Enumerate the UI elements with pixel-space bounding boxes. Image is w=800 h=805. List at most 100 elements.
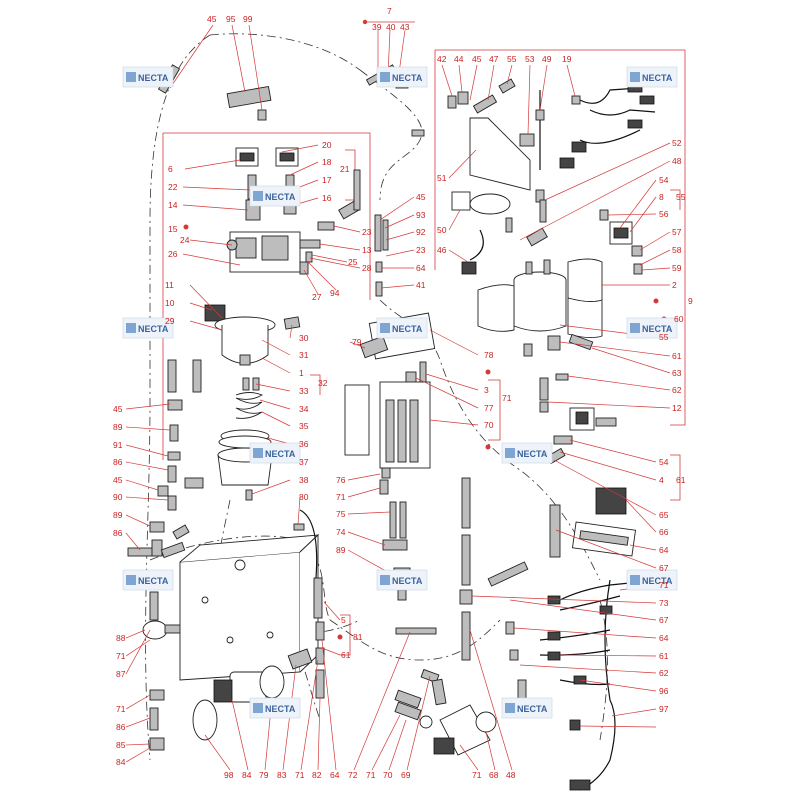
svg-text:NECTA: NECTA xyxy=(642,73,673,83)
svg-text:NECTA: NECTA xyxy=(392,324,423,334)
callout: 12 xyxy=(672,403,682,413)
callout: 79 xyxy=(352,337,362,347)
callout: 71 xyxy=(116,651,126,661)
callout: 42 xyxy=(437,54,447,64)
callout: 86 xyxy=(116,722,126,732)
callout: 84 xyxy=(242,770,252,780)
callout: 62 xyxy=(659,668,669,678)
callout: 53 xyxy=(525,54,535,64)
necta-logo: NECTA xyxy=(626,317,678,339)
callout: 70 xyxy=(484,420,494,430)
callout: 11 xyxy=(165,280,174,290)
callout: 3 xyxy=(484,385,489,395)
callout: 64 xyxy=(330,770,340,780)
callout: 97 xyxy=(659,704,669,714)
callout: 71 xyxy=(502,393,512,403)
callout: 15 xyxy=(168,224,178,234)
callout: 99 xyxy=(243,14,253,24)
callout: 57 xyxy=(672,227,682,237)
callout: 34 xyxy=(299,404,309,414)
callout: 41 xyxy=(416,280,426,290)
callout: 61 xyxy=(676,475,686,485)
callout: 38 xyxy=(299,475,309,485)
svg-text:NECTA: NECTA xyxy=(265,704,296,714)
callout: 61 xyxy=(341,650,351,660)
callout: 5 xyxy=(341,615,346,625)
callout: 40 xyxy=(386,22,396,32)
svg-text:NECTA: NECTA xyxy=(392,73,423,83)
callout: 58 xyxy=(672,245,682,255)
necta-logo: NECTA xyxy=(376,66,428,88)
callout: 20 xyxy=(322,140,332,150)
callout: 86 xyxy=(113,457,123,467)
necta-logo: NECTA xyxy=(122,66,174,88)
callout: 84 xyxy=(116,757,126,767)
callout: 61 xyxy=(672,351,682,361)
callout: 24 xyxy=(180,235,190,245)
callout: 13 xyxy=(362,245,372,255)
necta-logo: NECTA xyxy=(376,569,428,591)
necta-logo: NECTA xyxy=(626,66,678,88)
callout: 55 xyxy=(507,54,517,64)
callout: 66 xyxy=(659,527,669,537)
callout: 48 xyxy=(672,156,682,166)
callout: 64 xyxy=(416,263,426,273)
callout: 68 xyxy=(489,770,499,780)
callout: 64 xyxy=(659,545,669,555)
callout: 86 xyxy=(113,528,123,538)
group-brackets xyxy=(162,21,686,656)
svg-text:NECTA: NECTA xyxy=(642,324,673,334)
callout: 64 xyxy=(659,633,669,643)
callout: 62 xyxy=(672,385,682,395)
svg-text:NECTA: NECTA xyxy=(138,73,169,83)
callout: 93 xyxy=(416,210,426,220)
callout: 78 xyxy=(484,350,494,360)
callout: 74 xyxy=(336,527,346,537)
callout: 37 xyxy=(299,457,309,467)
necta-logo: NECTA xyxy=(501,442,553,464)
callout: 2 xyxy=(672,280,677,290)
callout: 1 xyxy=(299,368,304,378)
callout: 71 xyxy=(116,704,126,714)
callout: 32 xyxy=(318,378,328,388)
svg-text:NECTA: NECTA xyxy=(138,324,169,334)
callout: 60 xyxy=(674,314,684,324)
callout: 18 xyxy=(322,157,332,167)
necta-logo: NECTA xyxy=(249,442,301,464)
necta-logo: NECTA xyxy=(626,569,678,591)
callout: 22 xyxy=(168,182,178,192)
callout: 98 xyxy=(224,770,234,780)
callout: 49 xyxy=(542,54,552,64)
callout: 71 xyxy=(472,770,482,780)
necta-logo: NECTA xyxy=(122,317,174,339)
callout: 16 xyxy=(322,193,332,203)
svg-text:NECTA: NECTA xyxy=(642,576,673,586)
svg-text:NECTA: NECTA xyxy=(138,576,169,586)
callout: 76 xyxy=(336,475,346,485)
callout: 33 xyxy=(299,386,309,396)
callout: 10 xyxy=(165,298,175,308)
callout: 89 xyxy=(113,510,123,520)
callout: 45 xyxy=(207,14,217,24)
callout: 9 xyxy=(688,296,693,306)
callout: 43 xyxy=(400,22,410,32)
callout: 71 xyxy=(659,580,669,590)
callout: 17 xyxy=(322,175,332,185)
svg-text:NECTA: NECTA xyxy=(265,449,296,459)
callout: 95 xyxy=(226,14,236,24)
callout: 54 xyxy=(659,175,669,185)
callout: 45 xyxy=(113,475,123,485)
callout: 31 xyxy=(299,350,309,360)
callout: 36 xyxy=(299,439,309,449)
necta-logo: NECTA xyxy=(249,697,301,719)
callout: 85 xyxy=(116,740,126,750)
necta-logo: NECTA xyxy=(122,569,174,591)
necta-logos: NECTA NECTA NECTA NECTA NECTA NECTA xyxy=(122,66,678,719)
svg-text:NECTA: NECTA xyxy=(265,192,296,202)
callout: 46 xyxy=(437,245,447,255)
callout: 61 xyxy=(659,651,669,661)
callout: 75 xyxy=(336,509,346,519)
callout: 25 xyxy=(348,257,358,267)
callout: 70 xyxy=(383,770,393,780)
